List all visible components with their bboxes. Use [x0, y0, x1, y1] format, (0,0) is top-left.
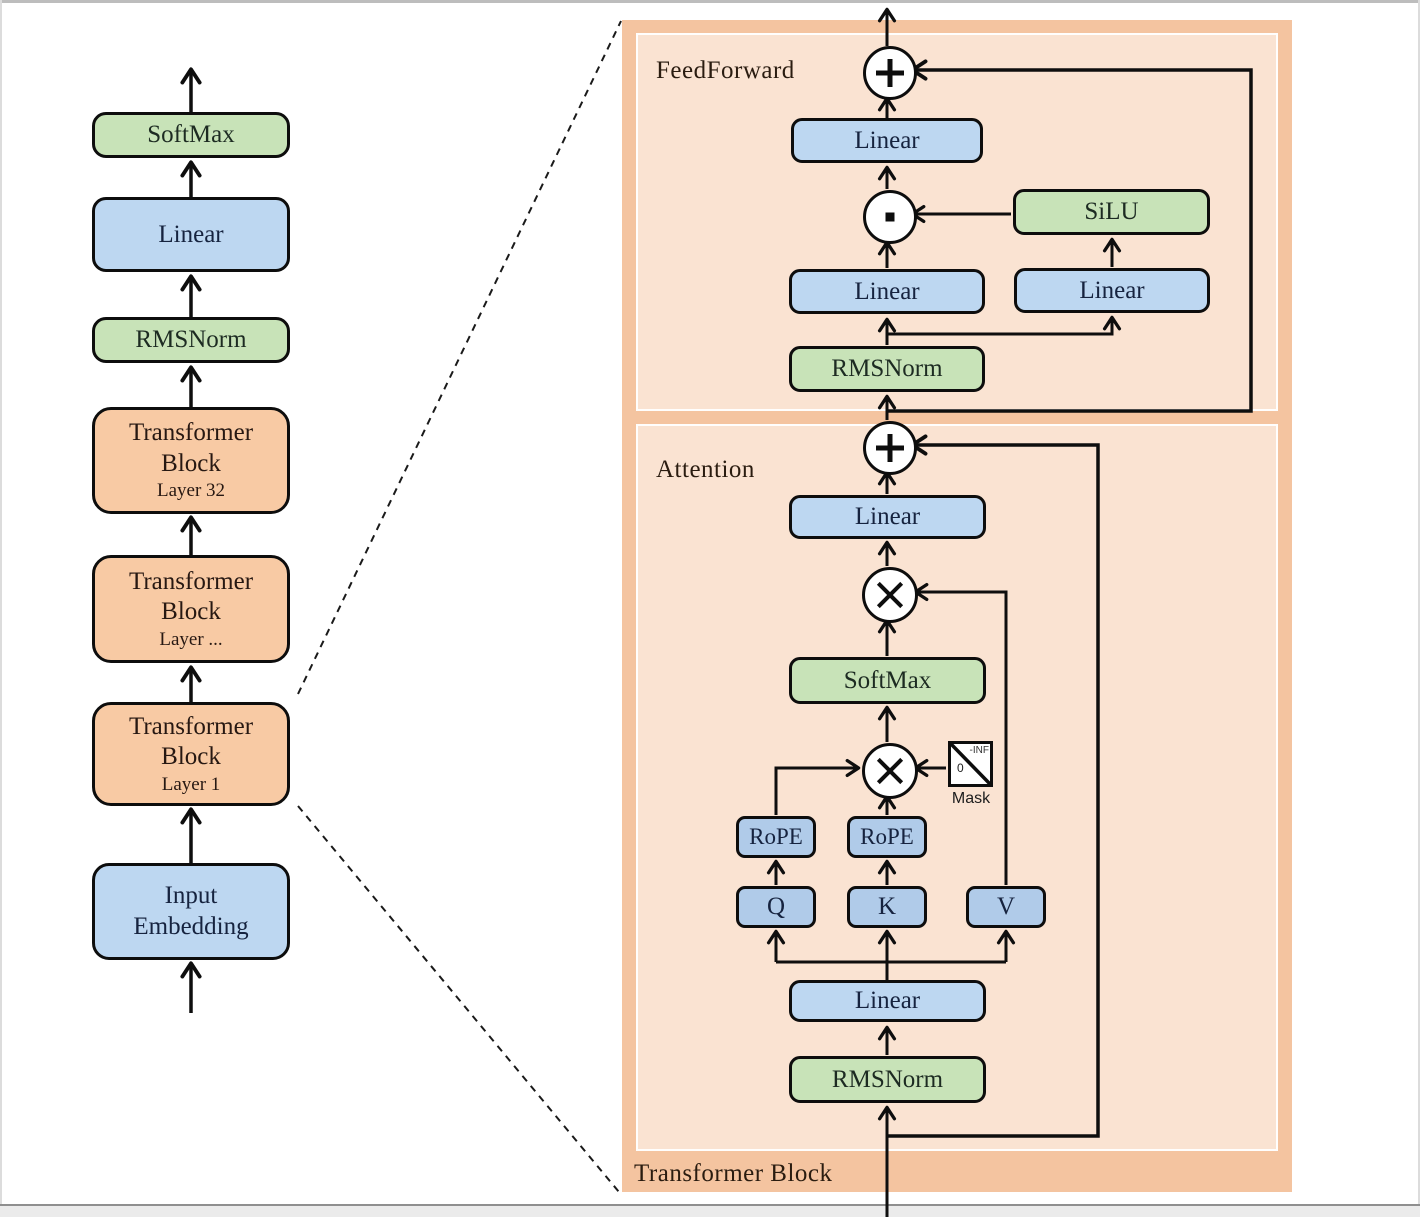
attn-linear-in-box: Linear [789, 980, 986, 1022]
mask-box: 0 -INF [948, 741, 993, 787]
q-box: Q [736, 886, 816, 928]
v-label: V [996, 893, 1016, 920]
block32-sublabel: Layer 32 [156, 480, 226, 502]
blockdots-line2: Block [161, 598, 221, 626]
block1-line1: Transformer [128, 712, 254, 740]
block1-sublabel: Layer 1 [161, 773, 221, 795]
attn-softmax-label: SoftMax [843, 666, 932, 694]
block1-line2: Block [161, 743, 221, 771]
k-box: K [847, 886, 927, 928]
ff-residual-skip [887, 59, 1253, 413]
ff-add-operator-icon [863, 46, 917, 100]
stack-rmsnorm-box: RMSNorm [92, 317, 290, 363]
dashed-connector-top [297, 20, 622, 695]
rope-k-box: RoPE [847, 816, 927, 858]
dashed-connector-bottom [297, 805, 620, 1193]
top-edge-bar [0, 0, 1420, 3]
ff-rmsnorm-box: RMSNorm [789, 346, 985, 392]
ff-linear-gate-label: Linear [854, 277, 920, 305]
rope-k-label: RoPE [860, 824, 914, 849]
attn-rmsnorm-box: RMSNorm [789, 1056, 986, 1103]
mask-diagonal-icon [951, 744, 990, 784]
blockdots-line1: Transformer [128, 567, 254, 595]
transformer-block-layerdots-box: Transformer Block Layer ... [92, 555, 290, 663]
ff-rmsnorm-label: RMSNorm [831, 355, 943, 382]
attention-panel [636, 424, 1278, 1151]
mask-zero-value: 0 [957, 761, 964, 775]
block32-line2: Block [161, 449, 221, 477]
right-edge-bar [1418, 0, 1420, 1217]
input-embedding-line2: Embedding [133, 912, 249, 940]
input-embedding-line1: Input [164, 882, 218, 909]
attn-add-operator-icon [863, 421, 917, 475]
k-label: K [877, 893, 897, 920]
ff-silu-box: SiLU [1013, 189, 1210, 235]
ff-silu-label: SiLU [1084, 198, 1139, 225]
ff-linear-up-box: Linear [1014, 268, 1210, 313]
ff-linear-out-box: Linear [791, 118, 983, 163]
branch-ffrms-to-up [887, 315, 1122, 336]
ff-linear-up-label: Linear [1079, 276, 1145, 304]
v-to-mul [913, 582, 1008, 885]
attn-matmul-qk-operator-icon [862, 743, 918, 799]
attn-matmul-v-operator-icon [862, 567, 918, 623]
rope-q-box: RoPE [736, 816, 816, 858]
transformer-block-panel-title: Transformer Block [634, 1160, 833, 1187]
feedforward-section-label: FeedForward [656, 57, 795, 84]
attention-residual-skip [887, 434, 1100, 1138]
attn-linear-out-box: Linear [789, 495, 986, 539]
rope-q-label: RoPE [749, 824, 803, 849]
ff-elementwise-multiply-icon [863, 190, 917, 244]
mask-neginf-value: -INF [969, 745, 989, 756]
bottom-edge-bar [0, 1204, 1420, 1217]
attn-linear-out-label: Linear [854, 503, 921, 530]
stack-linear-label: Linear [158, 220, 224, 248]
v-box: V [966, 886, 1046, 928]
transformer-block-layer32-box: Transformer Block Layer 32 [92, 407, 290, 514]
attn-softmax-box: SoftMax [789, 657, 986, 704]
blockdots-sublabel: Layer ... [159, 628, 223, 650]
q-label: Q [766, 893, 786, 920]
block32-line1: Transformer [128, 419, 254, 447]
ff-linear-out-label: Linear [854, 126, 920, 154]
stack-linear-box: Linear [92, 197, 290, 272]
stack-softmax-label: SoftMax [147, 121, 235, 148]
attn-linear-in-label: Linear [854, 987, 921, 1014]
left-edge-bar [0, 0, 2, 1217]
input-embedding-box: Input Embedding [92, 863, 290, 960]
stack-rmsnorm-label: RMSNorm [135, 326, 247, 353]
attention-section-label: Attention [656, 456, 755, 483]
stack-softmax-box: SoftMax [92, 112, 290, 158]
mask-label: Mask [951, 790, 991, 807]
transformer-block-layer1-box: Transformer Block Layer 1 [92, 702, 290, 806]
ff-linear-gate-box: Linear [789, 269, 985, 314]
attn-rmsnorm-label: RMSNorm [831, 1065, 944, 1093]
ropeq-to-qkmul [774, 758, 861, 815]
